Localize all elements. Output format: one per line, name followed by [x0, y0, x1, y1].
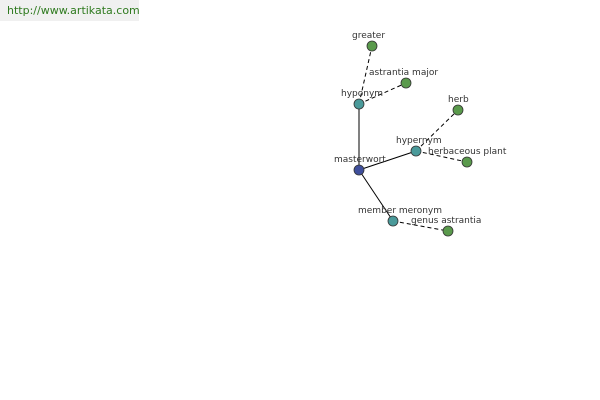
edge-hyponym-greater — [358, 45, 373, 105]
edge-hyponym-astrantia-major — [358, 82, 407, 105]
label-genus-astrantia: genus astrantia — [411, 216, 481, 226]
label-masterwort: masterwort — [334, 155, 386, 165]
node-masterwort[interactable] — [353, 164, 365, 176]
watermark-url[interactable]: http://www.artikata.com — [7, 4, 140, 17]
graph-edges — [358, 45, 468, 232]
node-greater[interactable] — [366, 40, 378, 52]
node-herb[interactable] — [452, 104, 464, 116]
node-herbaceous-plant[interactable] — [461, 156, 473, 168]
label-astrantia-major: astrantia major — [369, 68, 438, 78]
label-hyponym: hyponym — [341, 89, 383, 99]
label-hypernym: hypernym — [396, 136, 442, 146]
edge-hypernym-herbaceous-plant — [415, 150, 468, 163]
node-genus-astrantia[interactable] — [442, 225, 454, 237]
node-hyponym[interactable] — [353, 98, 365, 110]
graph-labels: masterwort hyponym greater astrantia major h… — [334, 31, 507, 226]
edge-hypernym-herb — [415, 109, 459, 152]
label-herb: herb — [448, 95, 469, 105]
label-herbaceous-plant: herbaceous plant — [428, 147, 507, 157]
label-greater: greater — [352, 31, 385, 41]
edge-masterwort-hypernym — [358, 150, 417, 171]
edge-masterwort-member-meronym — [358, 169, 394, 222]
edge-member-meronym-genus-astrantia — [392, 220, 449, 232]
node-hypernym[interactable] — [410, 145, 422, 157]
graph-nodes — [353, 40, 473, 237]
node-astrantia-major[interactable] — [400, 77, 412, 89]
node-member-meronym[interactable] — [387, 215, 399, 227]
watermark-banner: http://www.artikata.com — [0, 0, 140, 21]
label-member-meronym: member meronym — [358, 206, 442, 216]
